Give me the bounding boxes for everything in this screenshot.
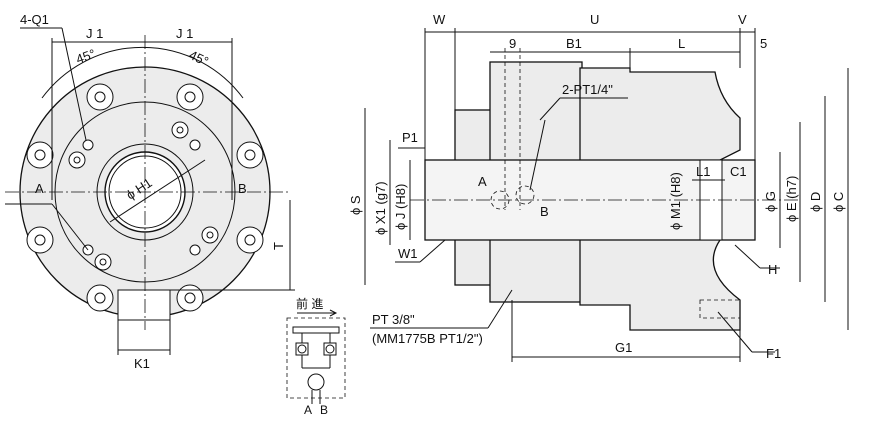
g-label: ϕ G: [763, 191, 778, 212]
side-view: W U V 9 B1 L 5 2-PT1/4" P1 ϕ S ϕ X1 (g7)…: [348, 12, 849, 362]
bottom-notch: [117, 289, 171, 321]
c1-label: C1: [730, 164, 747, 179]
port-a-label: A: [35, 181, 44, 196]
nine-label: 9: [509, 36, 516, 51]
v-label: V: [738, 12, 747, 27]
hydraulic-circuit: 前 進 A B: [286, 296, 346, 417]
circuit-port-a: A: [304, 403, 312, 417]
circuit-port-b: B: [320, 403, 328, 417]
forward-label: 前 進: [296, 296, 323, 311]
side-port-a: A: [478, 174, 487, 189]
pt14-label: 2-PT1/4": [562, 82, 613, 97]
q1-label: 4-Q1: [20, 12, 49, 27]
w-label: W: [433, 12, 446, 27]
t-label: T: [271, 242, 286, 250]
u-label: U: [590, 12, 599, 27]
g1-label: G1: [615, 340, 632, 355]
bolt-holes: [26, 83, 264, 312]
pt12-label: (MM1775B PT1/2"): [372, 331, 483, 346]
m1-label: ϕ M1 (H8): [668, 172, 683, 230]
p1-label: P1: [402, 130, 418, 145]
front-view: 4-Q1 J 1 J 1 45° 45° A B ϕ H1 T K1: [5, 12, 295, 371]
port-b-label: B: [238, 181, 247, 196]
pt38-label: PT 3/8": [372, 312, 415, 327]
l1-label: L1: [696, 164, 710, 179]
angle-left-label: 45°: [74, 46, 98, 67]
j1-left-label: J 1: [86, 26, 103, 41]
w1-label: W1: [398, 246, 418, 261]
s-label: ϕ S: [348, 195, 363, 215]
k1-label: K1: [134, 356, 150, 371]
j-label: ϕ J (H8): [393, 184, 408, 230]
d-label: ϕ D: [808, 192, 823, 212]
e-label: ϕ E (h7): [784, 176, 799, 222]
c-label: ϕ C: [831, 192, 846, 212]
l-label: L: [678, 36, 685, 51]
f1-label: F1: [766, 346, 781, 361]
j1-right-label: J 1: [176, 26, 193, 41]
h-label: H: [768, 262, 777, 277]
x1-label: ϕ X1 (g7): [373, 181, 388, 235]
b1-label: B1: [566, 36, 582, 51]
five-label: 5: [760, 36, 767, 51]
side-port-b: B: [540, 204, 549, 219]
